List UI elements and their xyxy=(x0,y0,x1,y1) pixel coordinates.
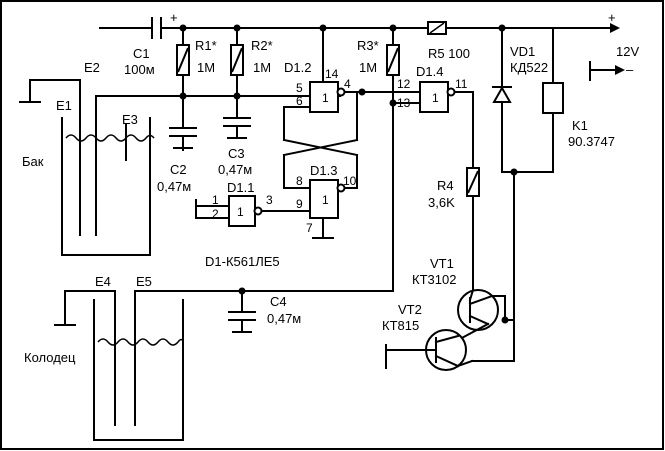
e2-label: E2 xyxy=(84,60,100,75)
k1-value: 90.3747 xyxy=(568,134,615,149)
pin9: 9 xyxy=(296,197,303,211)
relay-k1 xyxy=(501,27,564,173)
well-line xyxy=(134,102,394,426)
supply-minus-arrow xyxy=(589,61,625,81)
k1-label: K1 xyxy=(572,118,588,133)
r3-value: 1M xyxy=(359,60,377,75)
d12-label: D1.2 xyxy=(284,60,311,75)
e1-label: E1 xyxy=(56,98,72,113)
gate-d1-1 xyxy=(182,147,274,227)
transistor-vt2 xyxy=(385,329,515,371)
c3-value: 0,47м xyxy=(218,162,252,177)
pin8: 8 xyxy=(296,174,303,188)
d14-sym: 1 xyxy=(432,91,439,105)
diode-vd1 xyxy=(492,27,512,173)
d11-label: D1.1 xyxy=(227,180,254,195)
resistor-r1 xyxy=(176,27,190,97)
well-label: Колодец xyxy=(24,350,76,365)
pin1: 1 xyxy=(212,193,219,207)
pin3: 3 xyxy=(266,193,273,207)
d12-sym: 1 xyxy=(322,91,329,105)
pin7: 7 xyxy=(306,221,313,235)
capacitor-c2 xyxy=(169,95,197,149)
capacitor-c3 xyxy=(223,95,251,139)
d11-sym: 1 xyxy=(237,205,244,219)
d14-label: D1.4 xyxy=(416,64,443,79)
vt1-label: VT1 xyxy=(430,256,454,271)
supply-voltage: 12V xyxy=(616,44,639,59)
c4-label: C4 xyxy=(270,294,287,309)
c1-label: C1 xyxy=(133,46,150,61)
c2-value: 0,47м xyxy=(157,179,191,194)
flipflop-cross xyxy=(282,91,359,189)
e5-label: E5 xyxy=(136,274,152,289)
pin11: 11 xyxy=(455,77,468,91)
r1-label: R1* xyxy=(195,38,217,53)
r2-value: 1M xyxy=(253,60,271,75)
supply-minus: – xyxy=(626,62,634,77)
r4-label: R4 xyxy=(437,178,454,193)
gate-d1-3 xyxy=(309,179,346,239)
pin2: 2 xyxy=(212,207,219,221)
gate-d1-4 xyxy=(392,81,474,169)
r3-label: R3* xyxy=(357,38,379,53)
top-rail xyxy=(99,23,620,33)
resistor-r3 xyxy=(386,27,400,104)
d13-sym: 1 xyxy=(322,193,329,207)
c1-plus: + xyxy=(170,10,178,25)
vt2-label: VT2 xyxy=(398,302,422,317)
e3-label: E3 xyxy=(122,112,138,127)
vt2-value: КТ815 xyxy=(382,318,419,333)
tank-sensors xyxy=(19,79,341,256)
pin6: 6 xyxy=(296,94,303,108)
well-sensors xyxy=(54,290,184,441)
r1-value: 1M xyxy=(197,60,215,75)
pin13: 13 xyxy=(397,96,411,110)
supply-plus: + xyxy=(608,10,616,25)
capacitor-c4 xyxy=(228,290,256,333)
r5-label: R5 100 xyxy=(428,46,470,61)
resistor-r2 xyxy=(230,27,244,97)
c2-label: C2 xyxy=(170,162,187,177)
resistor-r4 xyxy=(466,167,480,291)
pin14: 14 xyxy=(325,67,339,81)
resistor-r5 xyxy=(427,21,447,35)
tank-label: Бак xyxy=(22,154,44,169)
c4-value: 0,47м xyxy=(267,311,301,326)
d13-label: D1.3 xyxy=(310,163,337,178)
pin5: 5 xyxy=(296,81,303,95)
c1-value: 100м xyxy=(124,62,155,77)
ic-note: D1-К561ЛЕ5 xyxy=(205,254,280,269)
e4-label: E4 xyxy=(95,274,111,289)
c3-label: C3 xyxy=(228,146,245,161)
pin4: 4 xyxy=(344,77,351,91)
capacitor-c1 xyxy=(151,17,162,39)
vd1-value: КД522 xyxy=(510,60,548,75)
pin10: 10 xyxy=(343,174,357,188)
pin12: 12 xyxy=(397,77,411,91)
r4-value: 3,6K xyxy=(428,195,455,210)
r2-label: R2* xyxy=(251,38,273,53)
vd1-label: VD1 xyxy=(510,44,535,59)
vt1-value: КТ3102 xyxy=(412,272,456,287)
transistor-vt1 xyxy=(456,288,515,342)
